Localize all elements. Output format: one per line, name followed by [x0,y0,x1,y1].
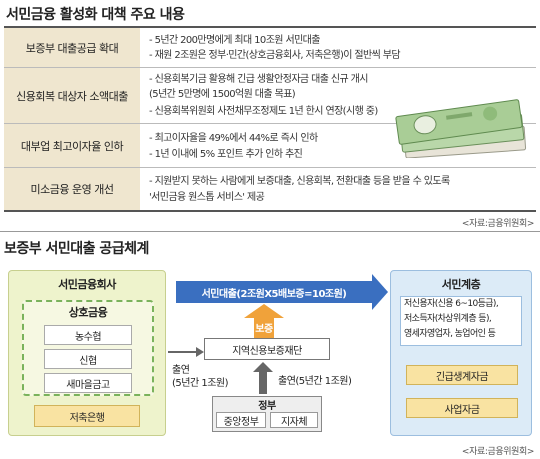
section1-title: 서민금융 활성화 대책 주요 내용 [6,7,185,23]
contribution-arrow-gov [253,362,273,394]
government-title: 정부 [258,400,276,412]
central-government-box: 중앙정부 [216,412,266,428]
loan-flow-label: 서민대출(2조원X5배보증=10조원) [201,288,347,300]
target-item: 저신용자(신용 6~10등급), [404,299,499,309]
banknotes-illustration [395,99,527,158]
credit-union-box: 신협 [44,349,132,369]
section-divider [0,231,540,232]
local-government-box: 지자체 [270,412,318,428]
row-bullet: - 지원받지 못하는 사람에게 보증대출, 신용회복, 전환대출 등을 받을 수… [149,176,450,187]
row-bullet: - 재원 2조원은 정부·민간(상호금융회사, 저축은행)이 절반씩 부담 [149,50,401,61]
emergency-living-fund-box: 긴급생계자금 [406,365,518,385]
row-bullet: (5년간 5만명에 1500억원 대출 목표) [149,89,296,100]
table-row: 보증부 대출공급 확대 - 5년간 200만명에게 최대 10조원 서민대출 -… [4,28,536,68]
section2-title: 보증부 서민대출 공급체계 [4,241,149,257]
row-label: 신용회복 대상자 소액대출 [4,68,140,123]
source-note: <자료:금융위원회> [461,219,534,229]
row-bullet: - 신용회복기금 활용해 긴급 생활안정자금 대출 신규 개시 [149,74,368,85]
contribution-arrow-left [168,347,204,357]
row-bullet: '서민금융 원스톱 서비스' 제공 [149,192,265,203]
table-row: 대부업 최고이자율 인하 - 최고이자율을 49%에서 44%로 즉시 인하 -… [4,124,536,168]
row-bullet: - 5년간 200만명에게 최대 10조원 서민대출 [149,35,320,46]
loan-flow-arrow [176,281,372,303]
regional-guarantee-foundation: 지역신용보증재단 [204,338,330,360]
table-row: 미소금융 운영 개선 - 지원받지 못하는 사람에게 보증대출, 신용회복, 전… [4,168,536,212]
target-item: 저소득자(차상위계층 등), [404,314,492,324]
row-bullet: - 1년 이내에 5% 포인트 추가 인하 추진 [149,149,303,160]
row-label: 대부업 최고이자율 인하 [4,124,140,167]
business-fund-box: 사업자금 [406,398,518,418]
target-group-detail: 저신용자(신용 6~10등급), 저소득자(차상위계층 등), 영세자영업자, … [400,296,522,346]
row-label: 보증부 대출공급 확대 [4,28,140,67]
source-note-2: <자료:금융위원회> [461,447,534,457]
nonghyup-suhyup-box: 농수협 [44,325,132,345]
row-bullet: - 신용회복위원회 사전채무조정제도 1년 한시 연장(시행 중) [149,106,378,117]
saemaeul-box: 새마을금고 [44,373,132,393]
target-item: 영세자영업자, 농업어인 등 [404,329,496,339]
table-row: 신용회복 대상자 소액대출 - 신용회복기금 활용해 긴급 생활안정자금 대출 … [4,68,536,124]
loan-flow-arrowhead [372,274,388,310]
row-label: 미소금융 운영 개선 [4,168,140,210]
measures-table: 보증부 대출공급 확대 - 5년간 200만명에게 최대 10조원 서민대출 -… [4,26,536,212]
guarantee-label: 보증 [255,323,273,335]
contribution-right-label: 출연(5년간 1조원) [278,376,352,387]
target-group-title: 서민계층 [441,278,481,291]
mutual-finance-title: 상호금융 [68,306,108,319]
contribution-left-line: 출연 [172,365,190,376]
contribution-left-label: 출연 (5년간 1조원) [172,364,229,390]
savings-bank-box: 저축은행 [34,405,140,427]
guarantee-arrow [244,304,284,340]
contribution-left-line: (5년간 1조원) [172,378,229,389]
lender-box-title: 서민금융회사 [58,278,116,291]
row-bullet: - 최고이자율을 49%에서 44%로 즉시 인하 [149,133,318,144]
